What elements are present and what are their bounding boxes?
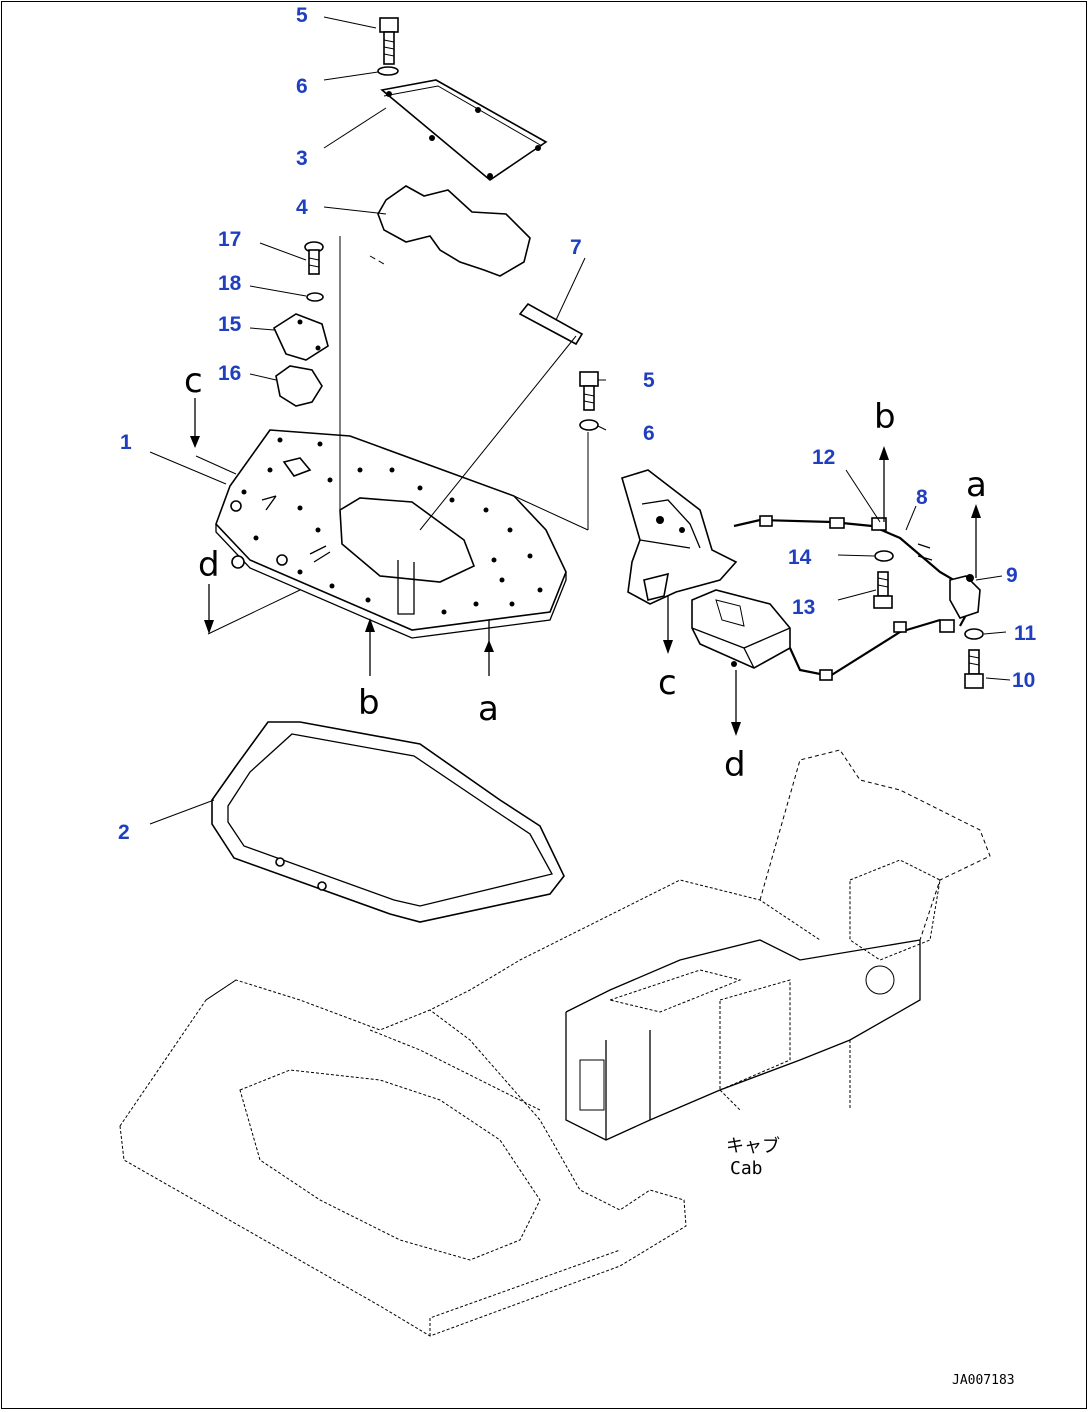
callout-1: 1 — [120, 431, 132, 454]
washer-6-middle — [579, 419, 599, 431]
cab-floor-frame — [119, 879, 821, 1337]
callout-5-middle: 5 — [643, 369, 655, 392]
plate-16 — [275, 365, 323, 407]
strip-7 — [518, 302, 584, 346]
connector-arrows — [190, 398, 981, 736]
cover-plate-3 — [380, 79, 548, 182]
callout-numbers: 5 6 3 4 7 17 18 15 16 1 2 5 6 12 8 14 13… — [118, 4, 1037, 844]
callout-9: 9 — [1006, 564, 1018, 587]
callout-6-middle: 6 — [643, 422, 655, 445]
callout-12: 12 — [812, 446, 835, 469]
callout-7: 7 — [570, 236, 582, 259]
leader-lines — [149, 16, 1011, 825]
floor-plate-1 — [215, 429, 567, 639]
connector-letters: c d b a b a c d — [184, 361, 987, 785]
gasket-4 — [377, 185, 531, 277]
washer-6-top — [377, 66, 399, 76]
bolt-17 — [304, 241, 324, 275]
connector-b-plate: b — [358, 683, 380, 723]
washer-14 — [874, 550, 894, 562]
callout-10: 10 — [1012, 669, 1035, 692]
connector-a-plate: a — [478, 689, 499, 729]
callout-13: 13 — [792, 596, 815, 619]
callout-18: 18 — [218, 272, 242, 295]
plate-15 — [272, 313, 329, 361]
callout-14: 14 — [788, 546, 812, 569]
floor-gasket-2 — [211, 721, 565, 923]
bolt-13 — [873, 571, 893, 609]
cab-label-japanese: キャブ — [726, 1135, 780, 1157]
bolt-5-middle — [579, 371, 599, 411]
wire-harness-8 — [733, 515, 981, 681]
callout-16: 16 — [218, 362, 241, 385]
callout-6-top: 6 — [296, 75, 308, 98]
connector-c-pedal: c — [658, 663, 677, 703]
connector-d-plate: d — [198, 545, 220, 585]
washer-18 — [306, 292, 324, 302]
connector-a-harness: a — [966, 465, 987, 505]
callout-8: 8 — [916, 486, 928, 509]
controller-box — [691, 589, 791, 669]
callout-15: 15 — [218, 313, 242, 336]
cab-console-frame — [565, 749, 991, 1141]
cab-label-english: Cab — [730, 1158, 763, 1179]
callout-11: 11 — [1014, 622, 1037, 645]
callout-3: 3 — [296, 147, 308, 170]
bolt-5-top — [379, 17, 399, 65]
drawing-code: JA007183 — [952, 1373, 1015, 1388]
connector-d-box: d — [724, 745, 746, 785]
callout-2: 2 — [118, 821, 130, 844]
callout-17: 17 — [218, 228, 241, 251]
pedal-assembly — [621, 469, 738, 605]
bolt-10 — [964, 649, 984, 689]
connector-b-harness: b — [874, 397, 896, 437]
washer-11 — [964, 628, 984, 640]
callout-5-top: 5 — [296, 4, 308, 27]
connector-c-plate: c — [184, 361, 203, 401]
callout-4: 4 — [296, 196, 308, 219]
